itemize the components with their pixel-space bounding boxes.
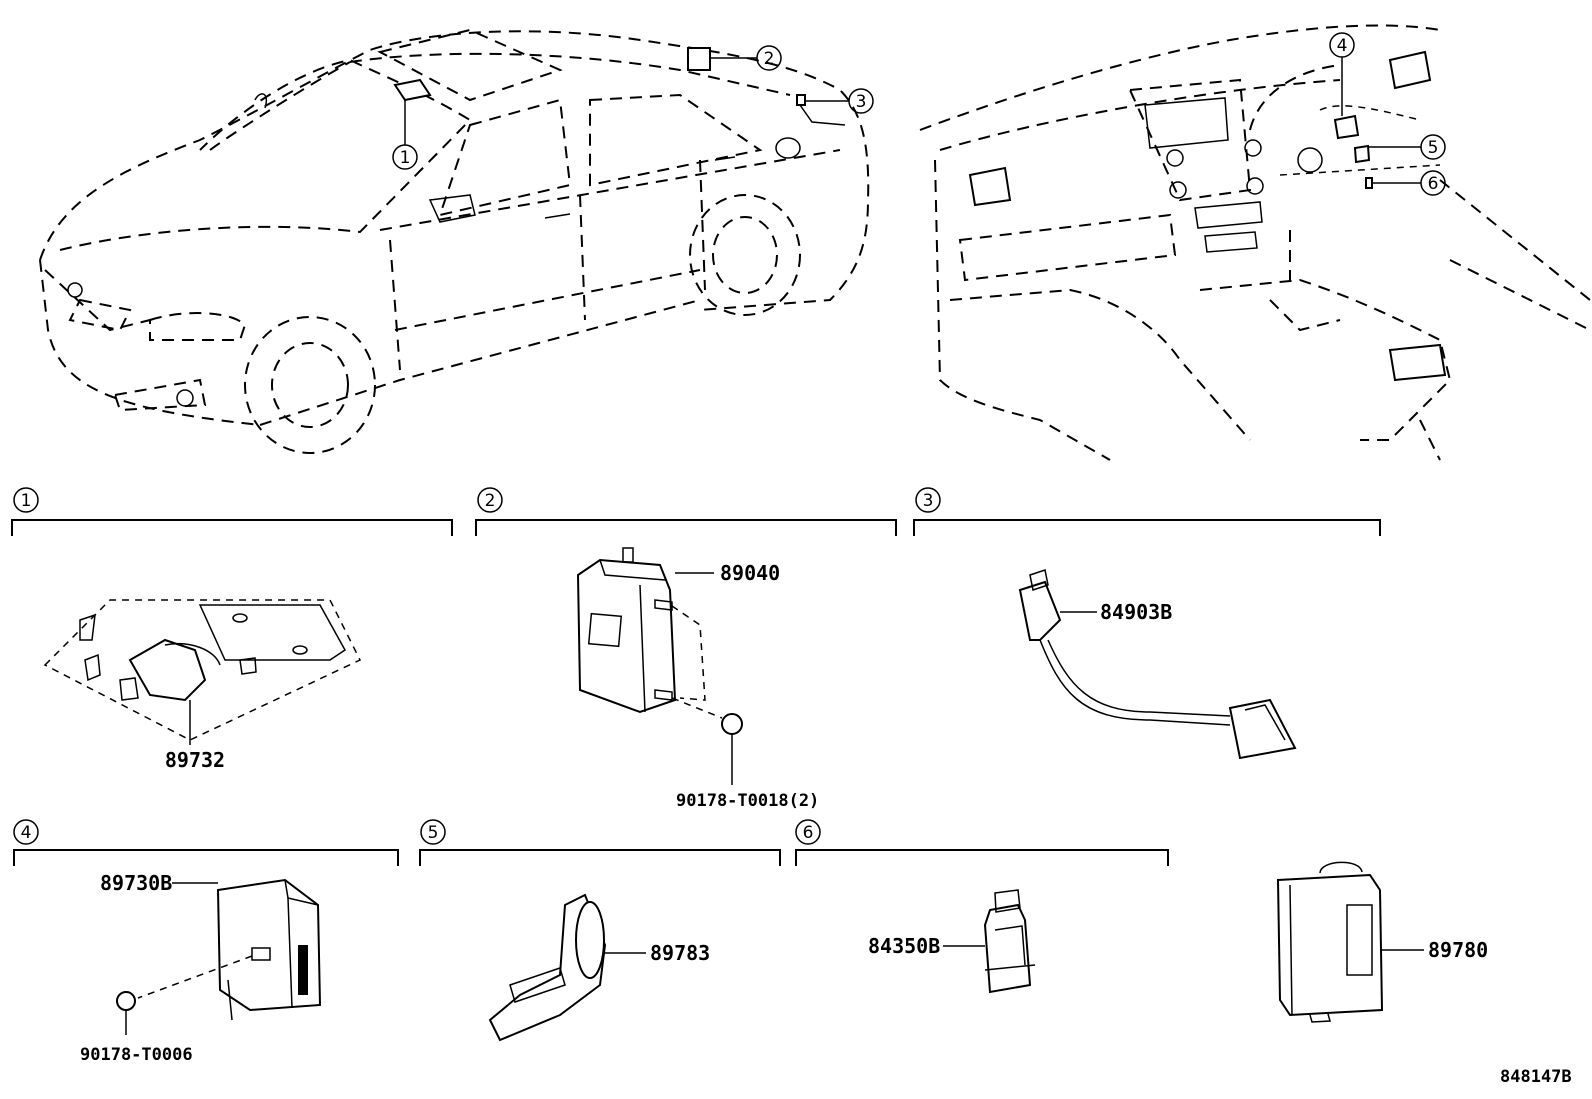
part-number-89732[interactable]: 89732 <box>165 748 225 772</box>
part-89732-illustration <box>43 599 362 745</box>
svg-text:3: 3 <box>856 92 867 112</box>
part-number-84903B[interactable]: 84903B <box>1100 600 1172 624</box>
callout-6: 6 <box>1372 170 1446 196</box>
svg-text:6: 6 <box>1428 174 1439 194</box>
part-84903B-illustration <box>1018 569 1297 760</box>
part-number-90178-T0018[interactable]: 90178-T0018(2) <box>676 791 819 811</box>
svg-text:4: 4 <box>21 823 32 843</box>
part-89783-illustration <box>488 893 646 1042</box>
car-interior-illustration <box>919 24 1591 461</box>
svg-text:4: 4 <box>1337 36 1348 56</box>
part-89730B-illustration <box>116 878 322 1035</box>
svg-text:3: 3 <box>923 491 934 511</box>
svg-text:2: 2 <box>485 491 496 511</box>
section-3-header: 3 <box>913 487 1381 536</box>
section-6-header: 6 <box>795 819 1169 866</box>
svg-text:2: 2 <box>764 49 775 69</box>
section-5-header: 5 <box>419 819 781 866</box>
callout-1: 1 <box>392 100 418 170</box>
part-number-84350B[interactable]: 84350B <box>868 934 940 958</box>
part-89040-illustration <box>576 547 743 785</box>
part-number-89783[interactable]: 89783 <box>650 941 710 965</box>
part-89780-illustration <box>1276 861 1424 1023</box>
svg-text:6: 6 <box>803 823 814 843</box>
section-1-header: 1 <box>11 487 453 536</box>
callout-3: 3 <box>805 88 874 114</box>
part-number-89730B[interactable]: 89730B <box>100 871 172 895</box>
car-exterior-illustration <box>39 28 870 454</box>
section-4-header: 4 <box>13 819 399 866</box>
svg-text:5: 5 <box>1428 138 1439 158</box>
diagram-code: 848147B <box>1500 1067 1572 1087</box>
svg-text:5: 5 <box>428 823 439 843</box>
svg-text:1: 1 <box>21 491 32 511</box>
callout-4: 4 <box>1329 32 1355 116</box>
part-number-89780[interactable]: 89780 <box>1428 938 1488 962</box>
svg-text:1: 1 <box>400 148 411 168</box>
part-number-89040[interactable]: 89040 <box>720 561 780 585</box>
part-84350B-illustration <box>943 889 1036 994</box>
callout-5: 5 <box>1369 134 1446 160</box>
callout-2: 2 <box>710 45 782 71</box>
part-number-90178-T0006[interactable]: 90178-T0006 <box>80 1045 193 1065</box>
section-2-header: 2 <box>475 487 897 536</box>
